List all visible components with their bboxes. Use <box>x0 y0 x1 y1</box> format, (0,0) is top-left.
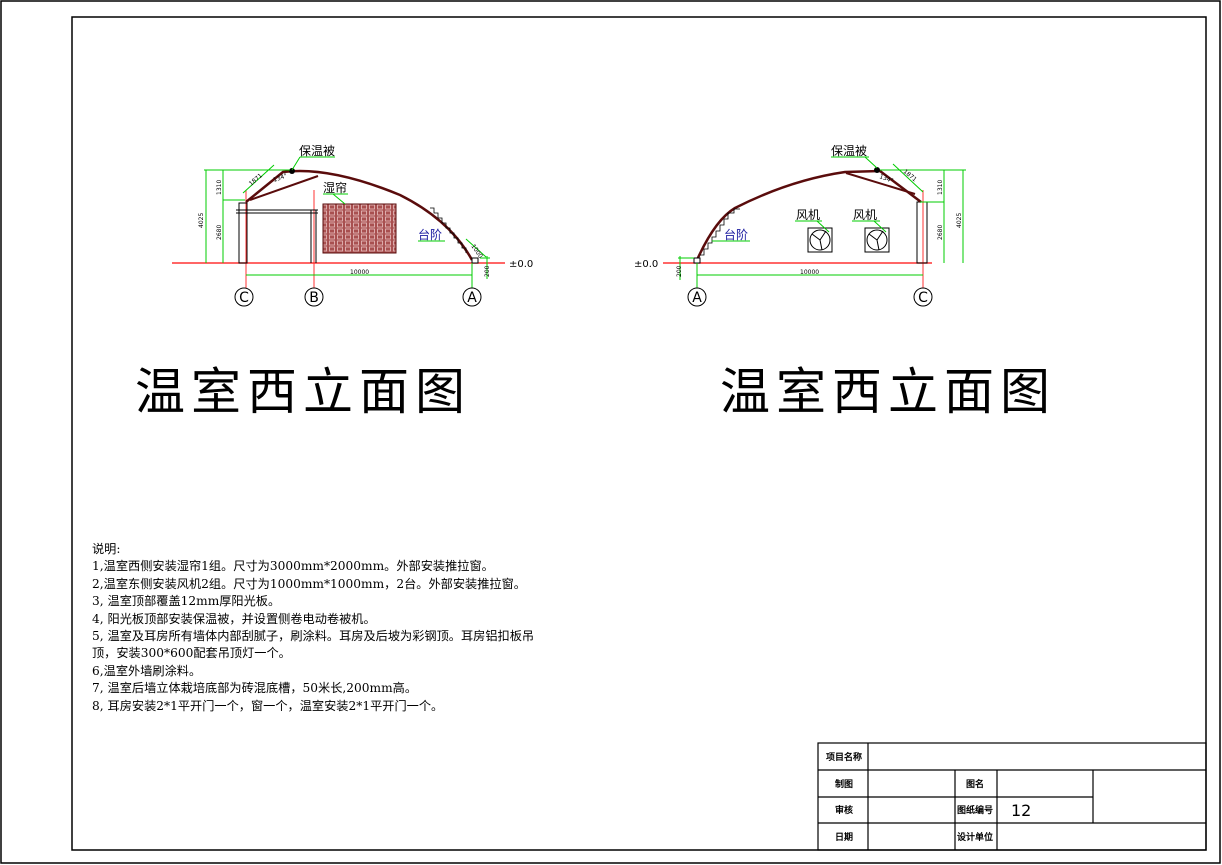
notes: 说明: 1,温室西侧安装湿帘1组。尺寸为3000mm*2000mm。外部安装推拉… <box>92 541 534 715</box>
note-line: 顶，安装300*600配套吊顶灯一个。 <box>92 646 291 661</box>
label-wet-curtain: 湿帘 <box>323 180 347 195</box>
label-fan-1: 风机 <box>796 208 820 222</box>
dim-span: 10000 <box>350 269 369 276</box>
ear-house <box>236 202 318 264</box>
label-steps: 台阶 <box>418 227 442 242</box>
note-line: 2,温室东侧安装风机2组。尺寸为1000mm*1000mm，2台。外部安装推拉窗… <box>92 576 526 591</box>
truss <box>845 172 916 195</box>
axis-label-b: B <box>309 290 319 306</box>
dim-base: 200 <box>484 265 491 277</box>
steps <box>430 207 467 253</box>
note-line: 1,温室西侧安装湿帘1组。尺寸为3000mm*2000mm。外部安装推拉窗。 <box>92 559 494 574</box>
review-label: 审核 <box>835 806 854 816</box>
note-line: 4, 阳光板顶部安装保温被，并设置侧卷电动卷被机。 <box>92 611 376 626</box>
label-quilt: 保温被 <box>831 144 867 158</box>
title-block <box>817 742 1207 851</box>
axis-label-a: A <box>692 290 702 306</box>
drawn-by-label: 制图 <box>835 780 854 790</box>
dim-angle: 134° <box>878 173 894 185</box>
arch-roof <box>695 169 922 261</box>
note-line: 7, 温室后墙立体栽培底部为砖混底槽，50米长,200mm高。 <box>92 681 418 696</box>
drawing-no-label: 图纸编号 <box>957 806 994 816</box>
label-level: ±0.0 <box>509 259 533 270</box>
label-quilt: 保温被 <box>299 144 335 158</box>
note-line: 5, 温室及耳房所有墙体内部刮腻子，刷涂料。耳房及后坡为彩钢顶。耳房铝扣板吊 <box>92 629 535 644</box>
label-level: ±0.0 <box>634 259 658 270</box>
design-unit-label: 设计单位 <box>957 833 994 843</box>
axis-marker-c <box>234 287 254 307</box>
quilt-roller-icon <box>289 168 295 174</box>
axis-marker-a <box>462 287 482 307</box>
right-elevation: 4025 1310 2680 1871 134° 10000 200 保温被 风… <box>634 144 966 307</box>
dim-lower-height: 2680 <box>937 225 944 240</box>
note-line: 6,温室外墙刷涂料。 <box>92 663 202 678</box>
axis-label-c: C <box>239 290 249 306</box>
dim-total-height: 4025 <box>198 213 205 228</box>
drawing-no-value: 12 <box>1011 801 1032 820</box>
label-fan-2: 风机 <box>853 208 877 222</box>
steps <box>700 208 740 256</box>
axis-marker-c <box>913 287 933 307</box>
dim-base: 200 <box>676 265 683 277</box>
left-elevation: 4025 1310 2680 1871 134° 1000 10000 200 … <box>172 144 533 307</box>
back-wall <box>916 201 928 264</box>
dimensions <box>204 156 490 290</box>
wet-curtain <box>322 203 397 254</box>
dim-span: 10000 <box>800 269 819 276</box>
drawing-name-label: 图名 <box>966 780 985 790</box>
dim-upper-height: 1310 <box>216 180 223 195</box>
fan-icon <box>811 230 827 251</box>
note-line: 3, 温室顶部覆盖12mm厚阳光板。 <box>92 594 281 609</box>
dimensions <box>678 156 966 290</box>
dim-slope: 1871 <box>248 172 264 187</box>
notes-heading: 说明: <box>92 542 121 556</box>
date-label: 日期 <box>835 833 854 843</box>
dim-lower-height: 2680 <box>216 225 223 240</box>
inner-frame <box>71 16 1207 851</box>
drawing-title-right: 温室西立面图 <box>720 363 1056 421</box>
quilt-roller-icon <box>874 167 880 173</box>
axis-marker-a <box>687 287 707 307</box>
axis-marker-b <box>304 287 324 307</box>
note-line: 8, 耳房安装2*1平开门一个，窗一个，温室安装2*1平开门一个。 <box>92 698 444 713</box>
fan-2 <box>864 227 890 253</box>
fan-1 <box>807 227 833 253</box>
axis-label-c: C <box>918 290 928 306</box>
project-name-label: 项目名称 <box>826 753 863 763</box>
drawing-title-left: 温室西立面图 <box>135 363 471 421</box>
dim-total-height: 4025 <box>956 213 963 228</box>
dim-upper-height: 1310 <box>937 180 944 195</box>
axis-label-a: A <box>467 290 477 306</box>
truss <box>249 175 319 201</box>
dim-angle: 134° <box>272 172 288 184</box>
label-steps: 台阶 <box>724 227 748 242</box>
fan-icon <box>868 230 884 251</box>
